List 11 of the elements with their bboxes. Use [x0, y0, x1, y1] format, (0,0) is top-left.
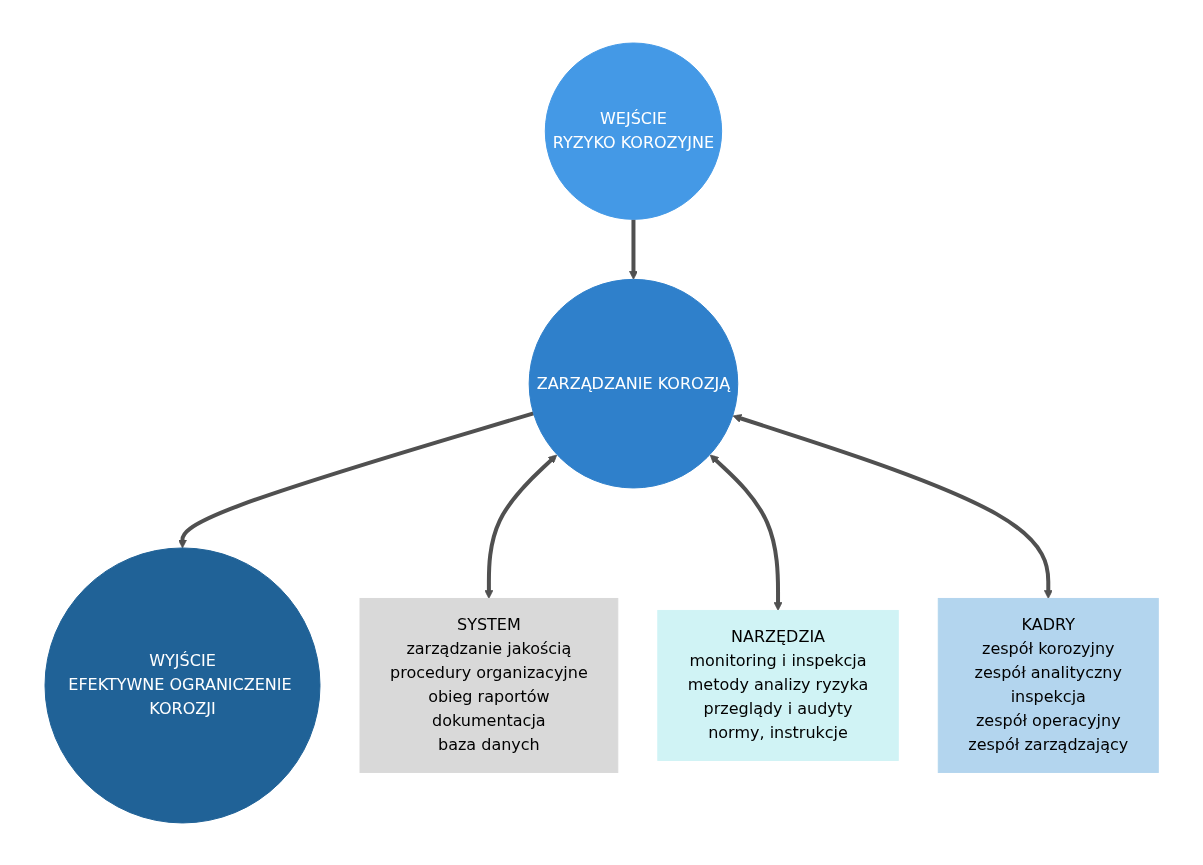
- node-box: NARZĘDZIA monitoring i inspekcja metody analizy ryzyka przeglądy i audyty normy, instrukcje: [657, 609, 899, 761]
- node-circle: WYJŚCIE EFEKTYWNE OGRANICZENIE KOROZJI: [44, 546, 321, 823]
- arrow: [177, 411, 534, 548]
- node-box: KADRY zespół korozyjny zespół analityczny inspekcja zespół operacyjny zespół zarządzający: [937, 597, 1159, 773]
- node-circle: WEJŚCIE RYZYKO KOROZYJNE: [544, 42, 722, 220]
- arrow: [628, 218, 638, 280]
- arrow: [732, 413, 1053, 599]
- arrow: [484, 454, 557, 599]
- node-box: SYSTEM zarządzanie jakością procedury organizacyjne obieg raportów dokumentacja baza danych: [359, 597, 619, 773]
- arrow: [709, 454, 783, 611]
- node-circle: ZARZĄDZANIE KOROZJĄ: [528, 278, 739, 488]
